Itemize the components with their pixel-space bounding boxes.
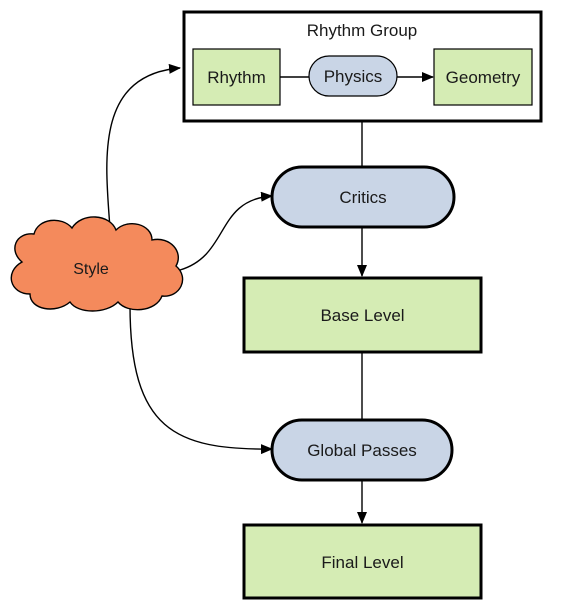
final-level-label: Final Level bbox=[321, 553, 403, 572]
edge-style-to-global-passes bbox=[129, 304, 273, 455]
critics-label: Critics bbox=[339, 188, 386, 207]
style-label: Style bbox=[73, 261, 109, 278]
geometry-node-label: Geometry bbox=[446, 68, 521, 87]
edge-style-to-critics bbox=[179, 191, 273, 271]
global-passes-node: Global Passes bbox=[270, 418, 454, 482]
style-cloud-shape bbox=[10, 216, 184, 312]
base-level-label: Base Level bbox=[320, 306, 404, 325]
style-node: Style bbox=[10, 216, 184, 312]
global-passes-label: Global Passes bbox=[307, 441, 417, 460]
base-level-node: Base Level bbox=[242, 276, 483, 354]
geometry-node bbox=[433, 48, 533, 106]
final-level-node: Final Level bbox=[242, 523, 483, 600]
final-level-shape bbox=[242, 523, 483, 600]
rhythm-group: Rhythm Group Rhythm Physics Geometry bbox=[182, 10, 543, 123]
rhythm-node bbox=[192, 48, 281, 106]
global-passes-shape bbox=[270, 418, 454, 482]
critics-shape bbox=[270, 165, 456, 229]
base-level-shape bbox=[242, 276, 483, 354]
rhythm-node-label: Rhythm bbox=[207, 68, 266, 87]
physics-node bbox=[308, 55, 398, 97]
critics-node: Critics bbox=[270, 165, 456, 229]
rhythm-group-title: Rhythm Group bbox=[307, 21, 418, 40]
physics-node-label: Physics bbox=[324, 67, 383, 86]
edge-style-to-rhythm-group bbox=[106, 63, 181, 229]
